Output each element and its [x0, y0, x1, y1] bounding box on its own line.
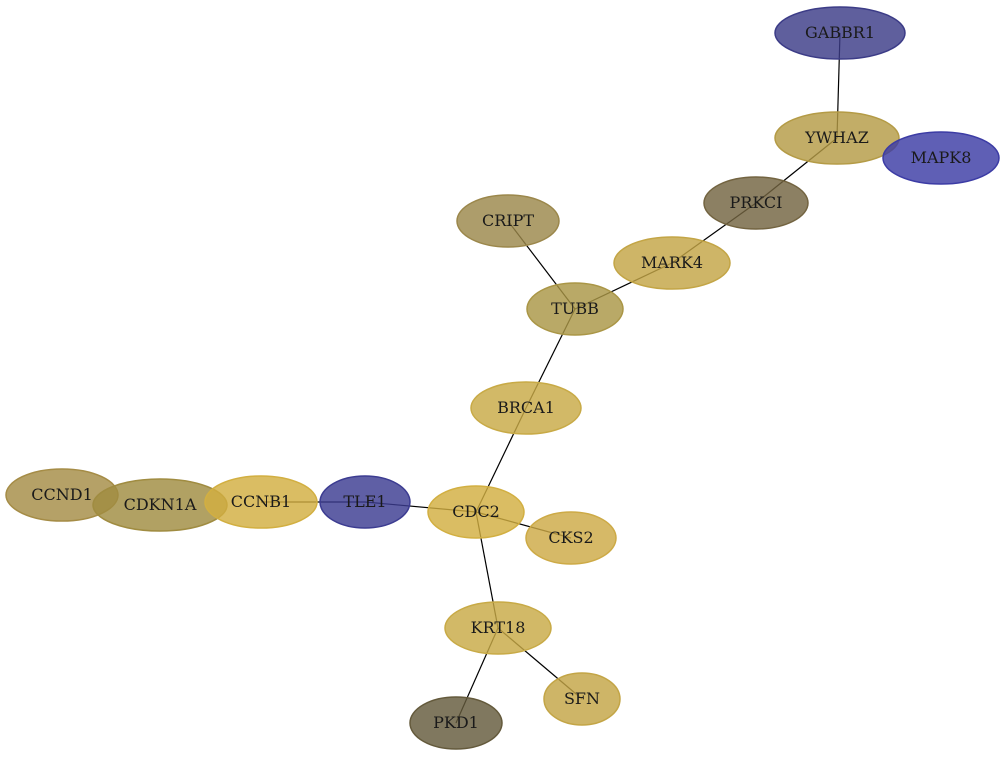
node-shape-cript[interactable]	[456, 194, 560, 248]
node-label-krt18: KRT18	[471, 618, 526, 637]
node-shape-krt18[interactable]	[444, 601, 552, 655]
node-label-sfn: SFN	[564, 689, 600, 708]
node-shape-pkd1[interactable]	[409, 696, 503, 750]
node-ccnd1[interactable]: CCND1	[5, 468, 119, 522]
node-pkd1[interactable]: PKD1	[409, 696, 503, 750]
node-label-pkd1: PKD1	[433, 713, 479, 732]
node-shape-mapk8[interactable]	[882, 131, 1000, 185]
node-label-cript: CRIPT	[482, 211, 534, 230]
node-mapk8[interactable]: MAPK8	[882, 131, 1000, 185]
node-cks2[interactable]: CKS2	[525, 511, 617, 565]
node-label-mapk8: MAPK8	[911, 148, 972, 167]
node-tubb[interactable]: TUBB	[526, 282, 624, 336]
node-shape-sfn[interactable]	[543, 672, 621, 726]
node-shape-mark4[interactable]	[613, 236, 731, 290]
node-brca1[interactable]: BRCA1	[470, 381, 582, 435]
node-prkci[interactable]: PRKCI	[703, 176, 809, 230]
node-shape-prkci[interactable]	[703, 176, 809, 230]
node-shape-tubb[interactable]	[526, 282, 624, 336]
node-label-tubb: TUBB	[551, 299, 599, 318]
node-label-cdc2: CDC2	[452, 502, 500, 521]
node-label-brca1: BRCA1	[497, 398, 555, 417]
node-cdc2[interactable]: CDC2	[427, 485, 525, 539]
node-shape-tle1[interactable]	[319, 475, 411, 529]
node-shape-ywhaz[interactable]	[774, 111, 900, 165]
node-mark4[interactable]: MARK4	[613, 236, 731, 290]
node-label-tle1: TLE1	[343, 492, 386, 511]
node-label-prkci: PRKCI	[730, 193, 783, 212]
node-krt18[interactable]: KRT18	[444, 601, 552, 655]
node-shape-ccnb1[interactable]	[204, 475, 318, 529]
node-cript[interactable]: CRIPT	[456, 194, 560, 248]
node-label-cks2: CKS2	[548, 528, 593, 547]
node-shape-cdc2[interactable]	[427, 485, 525, 539]
node-ccnb1[interactable]: CCNB1	[204, 475, 318, 529]
node-shape-gabbr1[interactable]	[774, 6, 906, 60]
node-label-mark4: MARK4	[641, 253, 703, 272]
node-shape-brca1[interactable]	[470, 381, 582, 435]
node-gabbr1[interactable]: GABBR1	[774, 6, 906, 60]
node-label-ccnb1: CCNB1	[231, 492, 291, 511]
node-ywhaz[interactable]: YWHAZ	[774, 111, 900, 165]
node-label-ccnd1: CCND1	[31, 485, 93, 504]
node-shape-cks2[interactable]	[525, 511, 617, 565]
node-label-gabbr1: GABBR1	[805, 23, 875, 42]
node-label-ywhaz: YWHAZ	[804, 128, 869, 147]
node-label-cdkn1a: CDKN1A	[124, 495, 197, 514]
node-tle1[interactable]: TLE1	[319, 475, 411, 529]
node-sfn[interactable]: SFN	[543, 672, 621, 726]
